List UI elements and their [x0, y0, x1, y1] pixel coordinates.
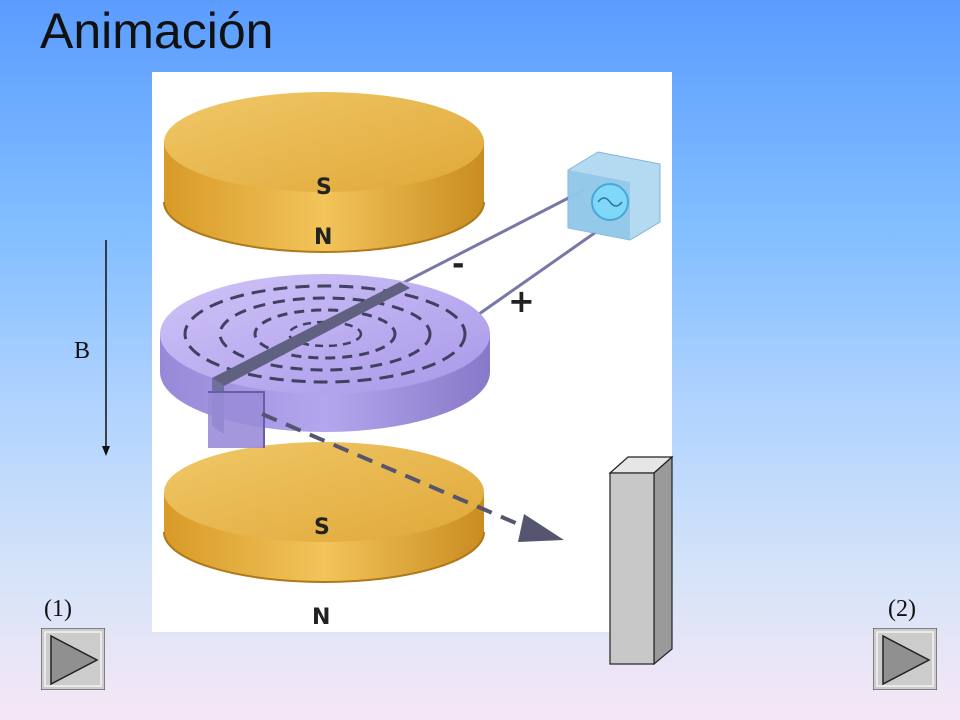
output-meter-bar	[608, 455, 674, 666]
force-arrow-head	[518, 514, 564, 542]
bottom-magnet-lower-pole: N	[312, 605, 330, 630]
control-label-2: (2)	[888, 596, 916, 622]
page-title: Animación	[40, 3, 274, 59]
magnetic-field-label: B	[74, 338, 91, 364]
top-magnet	[163, 92, 485, 253]
plus-sign: +	[508, 282, 535, 320]
bottom-magnet	[163, 442, 485, 583]
magnetic-field-arrow	[96, 240, 116, 460]
play-button-1[interactable]	[41, 628, 105, 690]
minus-sign: -	[452, 247, 464, 282]
play-button-2[interactable]	[873, 628, 937, 690]
galvanometer	[567, 151, 661, 241]
generator-illustration: S N S N - +	[152, 72, 672, 632]
top-magnet-upper-pole: S	[316, 175, 332, 200]
bottom-magnet-upper-pole: S	[314, 515, 330, 540]
control-label-1: (1)	[44, 596, 72, 622]
top-magnet-lower-pole: N	[314, 225, 332, 250]
force-arrow-line	[261, 412, 533, 532]
play-icon	[873, 628, 937, 690]
play-icon	[41, 628, 105, 690]
rotating-disk	[160, 274, 490, 448]
